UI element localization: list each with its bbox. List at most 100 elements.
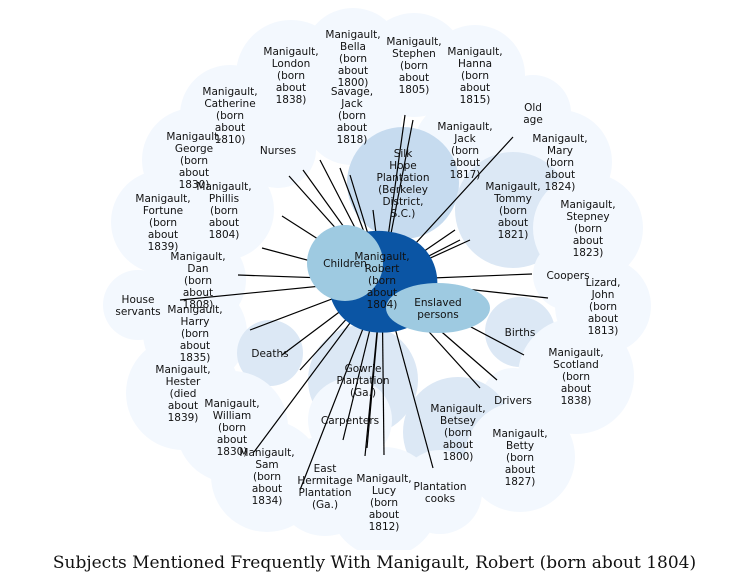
label-carpenters: Carpenters [321,415,379,427]
label-line-stepney-1: Stepney [566,211,609,223]
label-births: Births [505,327,536,339]
label-line-births-0: Births [505,327,536,339]
label-line-lizard-0: Lizard, [586,277,621,289]
label-line-tommy-1: Tommy [493,193,532,205]
bubble-cooks [398,450,482,534]
label-line-phillis-1: Phillis [209,193,239,205]
label-line-betty-1: Betty [506,440,534,452]
label-line-hanna-4: 1815) [460,94,491,106]
bubble-scotland [518,318,634,434]
label-line-harry-4: 1835) [180,352,211,364]
label-line-scotland-3: about [561,383,591,395]
label-line-jack-3: about [450,157,480,169]
label-line-london-2: (born [277,70,305,82]
label-line-stephen-3: about [399,72,429,84]
label-line-george-2: (born [180,155,208,167]
bubble-children [307,225,383,301]
label-line-william-4: 1830) [217,446,248,458]
label-line-savage-3: about [337,122,367,134]
label-line-phillis-4: 1804) [209,229,240,241]
label-line-silkhope-5: S.C.) [391,208,416,220]
label-line-jack-4: 1817) [450,169,481,181]
label-line-bella-4: 1800) [338,77,369,89]
label-line-london-4: 1838) [276,94,307,106]
label-line-betsey-0: Manigault, [430,403,485,415]
label-line-dan-2: (born [184,275,212,287]
label-line-eastherm-2: Plantation [298,487,351,499]
label-line-hanna-0: Manigault, [447,46,502,58]
label-line-betty-0: Manigault, [492,428,547,440]
label-line-lucy-2: (born [370,497,398,509]
label-line-tommy-3: about [498,217,528,229]
label-line-tommy-2: (born [499,205,527,217]
label-line-catherine-2: (born [216,110,244,122]
label-line-sam-1: Sam [255,459,278,471]
label-line-cooks-0: Plantation [413,481,466,493]
label-line-oldage-0: Old [524,102,542,114]
label-children: Children [323,258,367,270]
label-deaths: Deaths [251,348,288,360]
label-line-enslaved-1: persons [417,309,458,321]
label-line-hanna-3: about [460,82,490,94]
label-line-savage-1: Jack [340,98,363,110]
label-line-dan-3: about [183,287,213,299]
label-line-sam-4: 1834) [252,495,283,507]
label-line-scotland-2: (born [562,371,590,383]
label-line-jack-0: Manigault, [437,121,492,133]
label-line-fortune-3: about [148,229,178,241]
bubbles-layer [103,8,651,550]
label-line-betsey-2: (born [444,427,472,439]
label-line-george-4: 1830) [179,179,210,191]
label-line-nurses-0: Nurses [260,145,296,157]
label-line-dan-4: 1808) [183,299,214,311]
label-line-london-0: Manigault, [263,46,318,58]
label-line-lucy-3: about [369,509,399,521]
bubble-deaths [237,320,303,386]
label-line-george-3: about [179,167,209,179]
label-line-mary-1: Mary [547,145,573,157]
label-line-fortune-1: Fortune [143,205,183,217]
label-line-betty-2: (born [506,452,534,464]
label-line-eastherm-3: (Ga.) [312,499,338,511]
label-line-betsey-1: Betsey [440,415,476,427]
chart-caption: Subjects Mentioned Frequently With Manig… [52,553,697,573]
label-line-mary-0: Manigault, [532,133,587,145]
label-line-gowrie-0: Gowrie [345,363,382,375]
label-line-housesvc-1: servants [115,306,160,318]
label-line-catherine-3: about [215,122,245,134]
label-line-tommy-4: 1821) [498,229,529,241]
label-line-bella-1: Bella [340,41,366,53]
label-line-catherine-0: Manigault, [202,86,257,98]
label-line-george-1: George [175,143,213,155]
label-line-carpenters-0: Carpenters [321,415,379,427]
label-line-children-0: Children [323,258,367,270]
overlay-layer [307,225,490,333]
label-line-jack-1: Jack [453,133,476,145]
label-line-london-3: about [276,82,306,94]
label-line-bella-0: Manigault, [325,29,380,41]
label-line-enslaved-0: Enslaved [414,297,461,309]
bubble-enslaved [386,283,490,333]
label-line-fortune-4: 1839) [148,241,179,253]
label-line-stephen-1: Stephen [392,48,436,60]
label-line-william-1: William [213,410,251,422]
label-line-fortune-0: Manigault, [135,193,190,205]
